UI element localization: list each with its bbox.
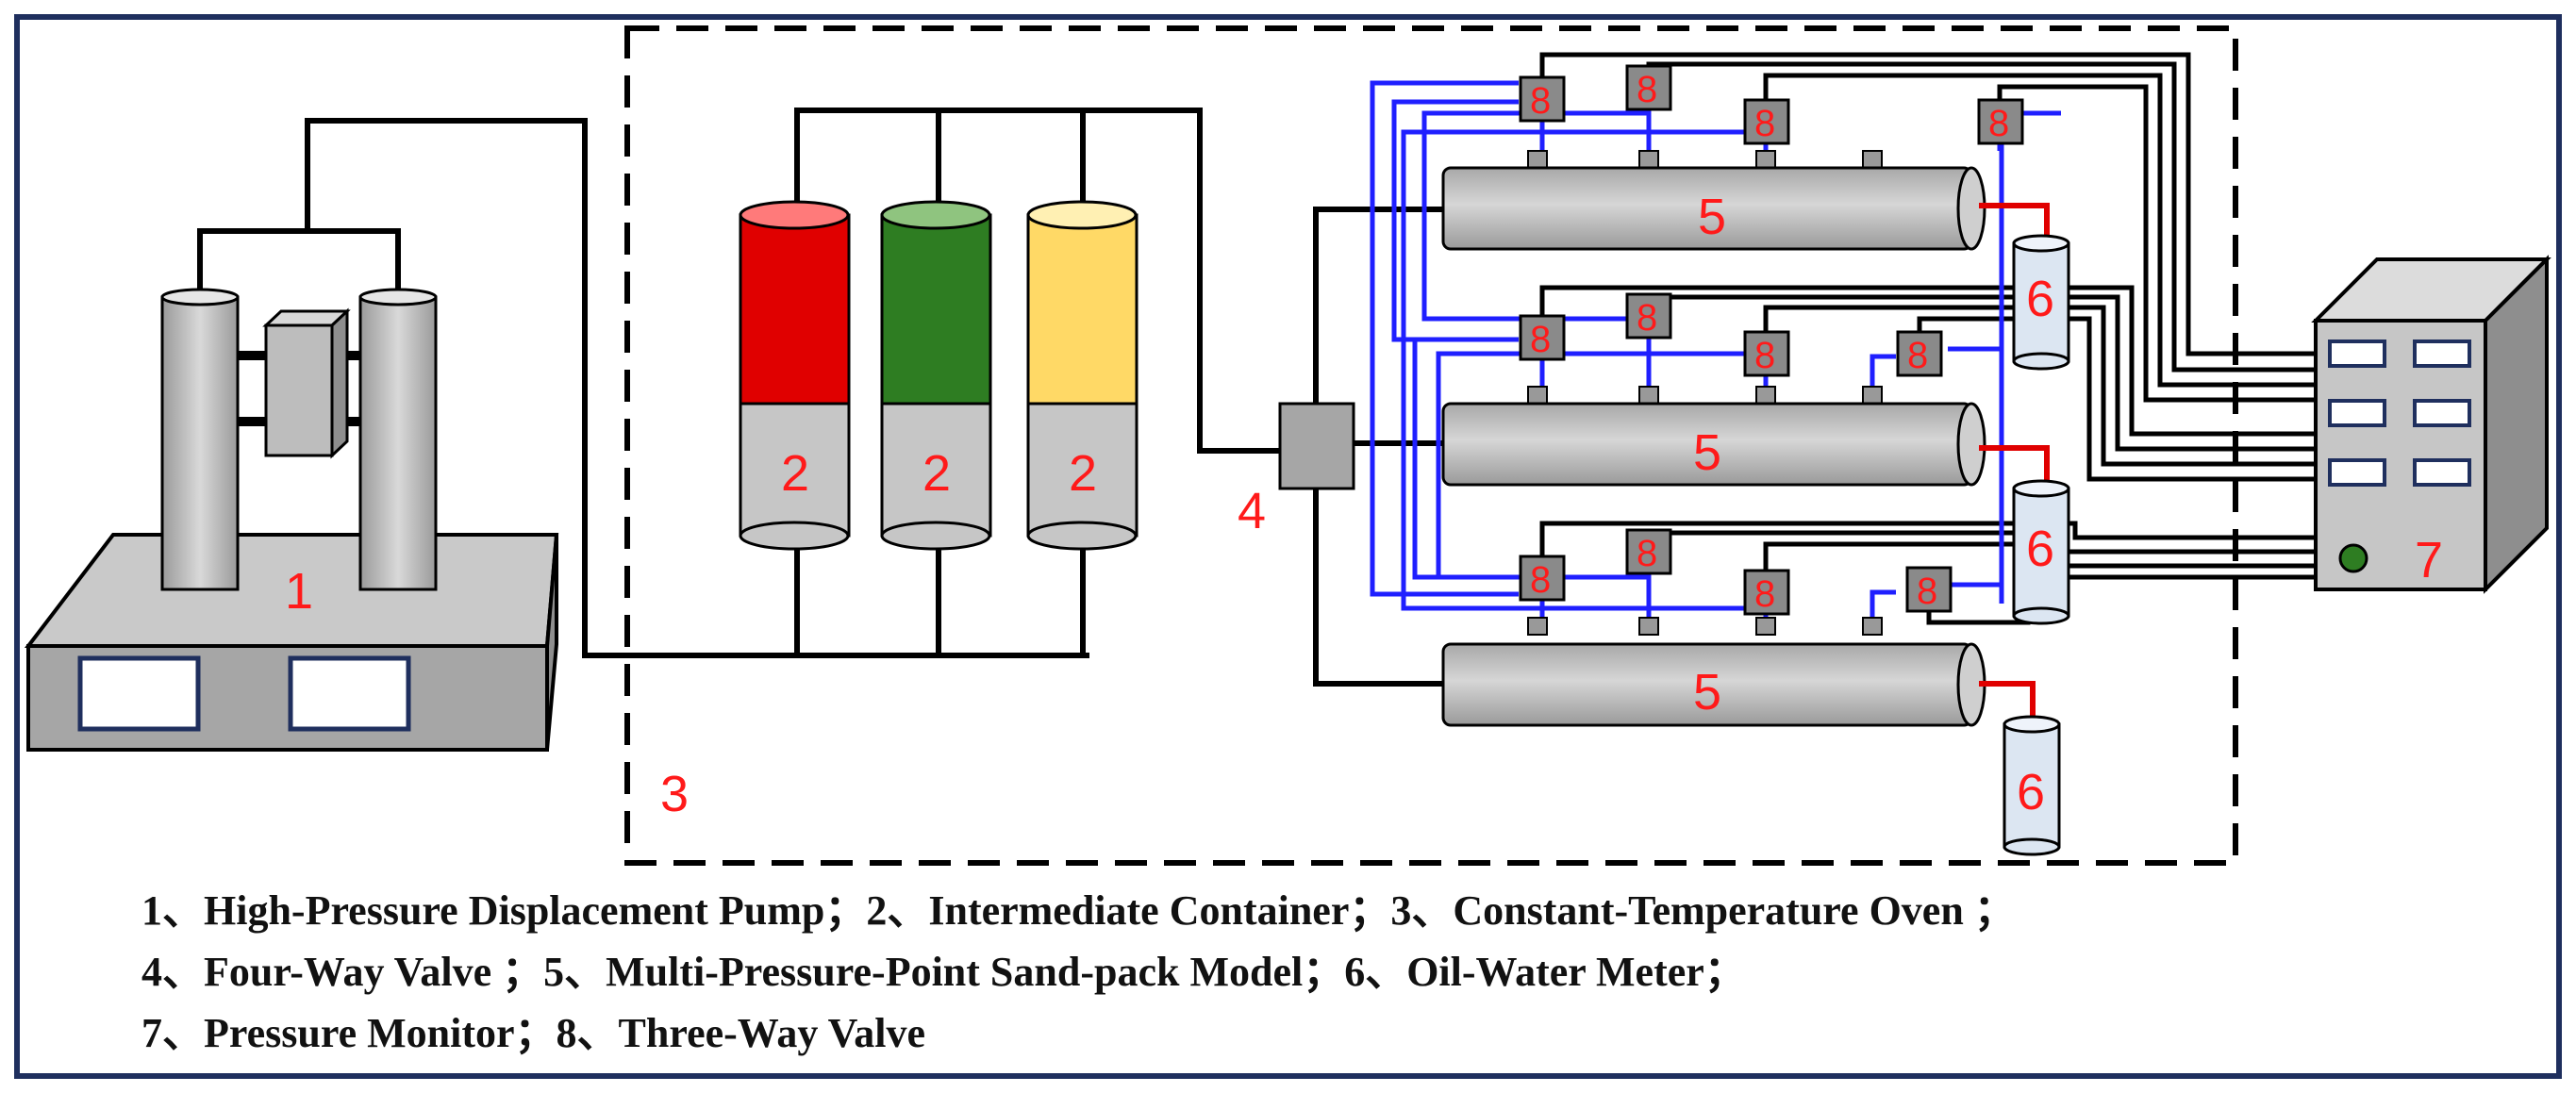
sandpack-model-bottom: 5 <box>1441 617 1986 727</box>
monitor-display <box>2413 399 2471 427</box>
sandpack-number: 5 <box>1693 664 1721 720</box>
container-yellow: 2 <box>1026 200 1138 551</box>
oil-water-meter-top: 6 <box>2012 234 2070 371</box>
legend-line-1: 1、High-Pressure Displacement Pump；2、Inte… <box>141 887 2016 934</box>
pump-window-right <box>288 655 411 732</box>
three-way-valve: 8 <box>1519 314 1566 361</box>
svg-text:8: 8 <box>1530 319 1551 360</box>
four-way-valve: 4 <box>1238 207 1443 687</box>
monitor-display <box>2328 399 2386 427</box>
container-number: 2 <box>922 445 951 502</box>
meter-number: 6 <box>2026 521 2054 577</box>
high-pressure-pump: 1 <box>24 118 1089 752</box>
blue-lines <box>1370 80 2061 618</box>
meter-number: 6 <box>2026 271 2054 327</box>
svg-text:8: 8 <box>1754 335 1775 376</box>
legend-line-2: 4、Four-Way Valve ；5、Multi-Pressure-Point… <box>141 949 1746 995</box>
monitor-indicator-light <box>2338 543 2368 573</box>
three-way-valve: 8 <box>1625 292 1672 339</box>
sandpack-number: 5 <box>1693 424 1721 481</box>
container-number: 2 <box>1069 445 1097 502</box>
oil-water-meter-bottom: 6 <box>2003 715 2061 856</box>
three-way-valve: 8 <box>1743 330 1790 377</box>
svg-text:8: 8 <box>1530 559 1551 601</box>
three-way-valves: 8 8 8 8 8 8 8 8 8 8 8 8 <box>1519 64 2024 616</box>
sandpack-model-top: 5 <box>1441 150 1986 251</box>
three-way-valve: 8 <box>1519 75 1566 123</box>
three-way-valve: 8 <box>1625 528 1672 575</box>
monitor-display <box>2328 458 2386 487</box>
sandpack-number: 5 <box>1698 189 1726 245</box>
oven-number: 3 <box>660 766 689 822</box>
three-way-valve: 8 <box>1519 555 1566 602</box>
svg-text:8: 8 <box>1754 573 1775 615</box>
svg-text:8: 8 <box>1907 335 1928 376</box>
svg-text:8: 8 <box>1637 533 1657 574</box>
svg-text:8: 8 <box>1637 297 1657 339</box>
svg-text:8: 8 <box>1530 80 1551 122</box>
pressure-monitor: 7 <box>2311 255 2551 594</box>
legend-line-3: 7、Pressure Monitor；8、Three-Way Valve <box>141 1010 925 1056</box>
outer-frame <box>14 14 2562 1079</box>
container-number: 2 <box>781 445 809 502</box>
three-way-valve: 8 <box>1905 566 1953 613</box>
monitor-display <box>2413 458 2471 487</box>
container-green: 2 <box>880 200 992 551</box>
three-way-valve: 8 <box>1743 98 1790 145</box>
container-red: 2 <box>739 200 851 551</box>
svg-text:8: 8 <box>1917 571 1937 612</box>
svg-text:8: 8 <box>1637 69 1657 110</box>
red-outlet-lines <box>1979 203 2050 721</box>
four-way-valve-number: 4 <box>1238 483 1266 539</box>
monitor-display <box>2328 339 2386 368</box>
three-way-valve: 8 <box>1743 569 1790 616</box>
legend: 1、High-Pressure Displacement Pump；2、Inte… <box>141 887 2016 1056</box>
monitor-number: 7 <box>2415 532 2443 588</box>
svg-text:8: 8 <box>1754 103 1775 144</box>
svg-text:8: 8 <box>1988 103 2009 144</box>
oven-boundary <box>624 25 2238 866</box>
monitor-display <box>2413 339 2471 368</box>
pump-window-left <box>77 655 201 732</box>
sandpack-model-middle: 5 <box>1441 386 1986 487</box>
meter-number: 6 <box>2017 764 2045 820</box>
three-way-valve: 8 <box>1896 330 1943 377</box>
pump-number: 1 <box>285 563 313 620</box>
oil-water-meter-middle: 6 <box>2012 479 2070 625</box>
three-way-valve: 8 <box>1625 64 1672 111</box>
three-way-valve: 8 <box>1977 98 2024 145</box>
intermediate-containers: 2 2 2 <box>739 108 1283 655</box>
